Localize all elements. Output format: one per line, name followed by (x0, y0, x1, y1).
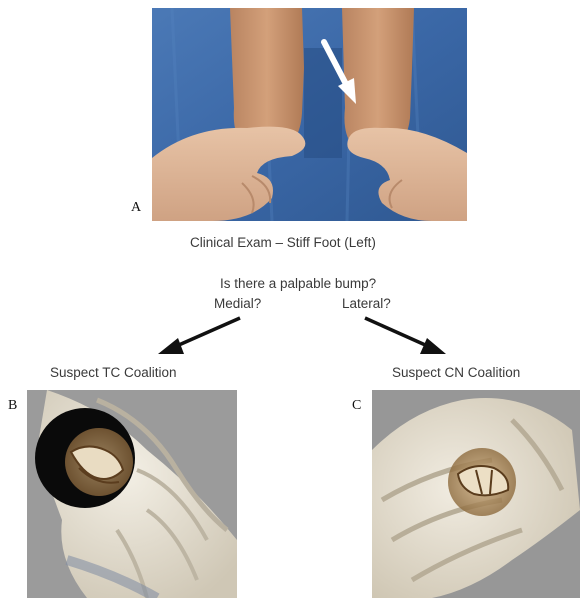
panel-c-letter: C (352, 398, 361, 414)
panel-b-letter: B (8, 398, 17, 414)
clinical-photo (152, 8, 467, 221)
ct-image-tc-drawing (27, 390, 237, 598)
ct-image-cn-drawing (372, 390, 580, 598)
lateral-arrow (365, 318, 446, 354)
medial-arrow (158, 318, 240, 354)
panel-c-heading: Suspect CN Coalition (392, 365, 520, 380)
panel-a-letter: A (131, 200, 141, 216)
clinical-photo-drawing (152, 8, 467, 221)
lateral-label: Lateral? (342, 296, 391, 311)
panel-b-heading: Suspect TC Coalition (50, 365, 177, 380)
ct-image-cn (372, 390, 580, 598)
question-text: Is there a palpable bump? (220, 276, 376, 291)
panel-a-caption: Clinical Exam – Stiff Foot (Left) (190, 235, 376, 250)
ct-image-tc (27, 390, 237, 598)
medial-label: Medial? (214, 296, 261, 311)
